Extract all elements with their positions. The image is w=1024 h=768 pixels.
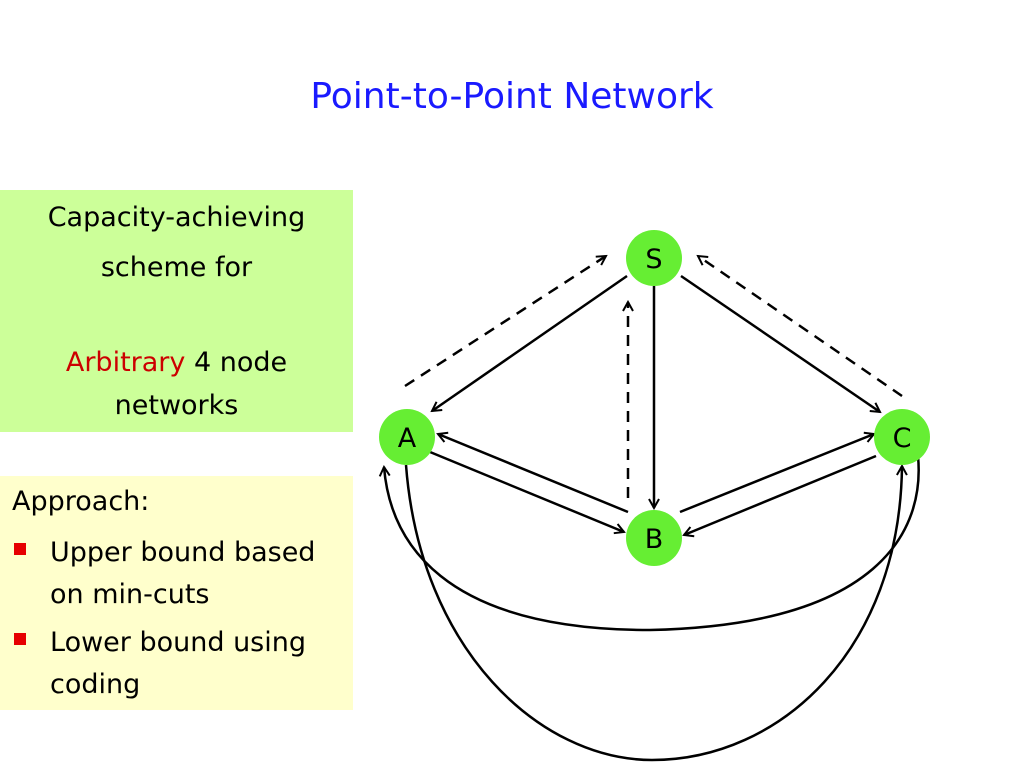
node-a-label: A [398, 423, 417, 454]
node-b: B [626, 510, 682, 566]
approach-box: Approach: Upper bound based on min-cuts … [0, 476, 353, 710]
node-s-label: S [645, 244, 662, 275]
bullet-text: Upper bound based on min-cuts [50, 537, 316, 610]
bullet-text: Lower bound using coding [50, 627, 306, 700]
feedback-a-to-s [404, 256, 606, 388]
node-c: C [874, 409, 930, 465]
capacity-box: Capacity-achieving scheme for Arbitrary … [0, 190, 353, 432]
node-s: S [626, 230, 682, 286]
node-a: A [379, 409, 435, 465]
square-bullet-icon [14, 633, 26, 645]
edge-a-to-c-curve [404, 465, 902, 762]
approach-heading: Approach: [12, 486, 150, 517]
arbitrary-highlight: Arbitrary [65, 347, 186, 378]
node-c-label: C [893, 423, 912, 454]
capacity-line-4: networks [114, 390, 239, 421]
edge-a-to-b [429, 450, 624, 532]
edge-s-to-a [432, 274, 628, 411]
edge-c-to-b [684, 454, 877, 535]
capacity-line-3-rest: 4 node [185, 347, 288, 378]
capacity-line-2: scheme for [100, 252, 253, 283]
capacity-line-1: Capacity-achieving [47, 202, 306, 233]
square-bullet-icon [14, 543, 26, 555]
edge-c-to-a-curve [384, 455, 920, 632]
capacity-line-3: Arbitrary 4 node [0, 347, 353, 378]
feedback-c-to-s [698, 256, 903, 398]
edge-b-to-c [679, 434, 874, 514]
slide-title: Point-to-Point Network [310, 76, 714, 117]
node-b-label: B [645, 524, 664, 555]
edge-b-to-a [438, 434, 629, 514]
edge-s-to-c [680, 274, 880, 412]
